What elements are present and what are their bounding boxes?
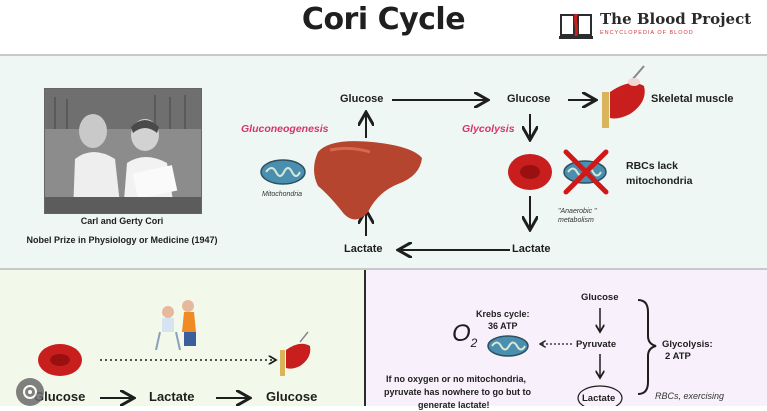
skeletal-muscle-label: Skeletal muscle xyxy=(651,93,734,105)
note-line-2: pyruvate has nowhere to go but to xyxy=(384,387,532,397)
page-title: Cori Cycle xyxy=(301,2,466,37)
photo-caption-prize: Nobel Prize in Physiology or Medicine (1… xyxy=(26,235,218,245)
glucose-label-right: Glucose xyxy=(507,93,551,105)
brand-logo[interactable]: The Blood Project ENCYCLOPEDIA OF BLOOD xyxy=(558,8,758,44)
mitochondria-icon xyxy=(260,159,306,185)
brand-tagline: ENCYCLOPEDIA OF BLOOD xyxy=(600,30,694,36)
anaerobic-label-1: "Anaerobic " xyxy=(558,208,597,215)
gluconeogenesis-label: Gluconeogenesis xyxy=(241,123,329,135)
lactate-label: Lactate xyxy=(582,393,616,404)
mitochondria-label: Mitochondria xyxy=(262,191,303,198)
liver-icon xyxy=(314,141,422,220)
lens-icon[interactable] xyxy=(16,378,44,406)
metabolism-panel xyxy=(366,270,767,406)
lactate-label-right: Lactate xyxy=(512,243,551,255)
rbc-lack-label-2: mitochondria xyxy=(626,175,693,187)
header-bar xyxy=(0,0,767,52)
cori-photo xyxy=(44,88,202,214)
muscle-icon xyxy=(602,65,645,128)
note-line-3: generate lactate! xyxy=(418,400,490,410)
panel-divider xyxy=(364,270,366,406)
rbc-icon xyxy=(38,344,82,376)
note-line-1: If no oxygen or no mitochondria, xyxy=(386,374,527,384)
child-feeding-icon xyxy=(155,300,196,351)
glucose-label-left: Glucose xyxy=(340,93,384,105)
summary-glucose-1: Glucose xyxy=(34,389,86,404)
muscle-icon xyxy=(280,331,311,376)
glycolysis-brace xyxy=(637,299,657,395)
anaerobic-label-2: metabolism xyxy=(558,217,594,224)
glucose-label: Glucose xyxy=(581,292,619,303)
rbcs-exercising-label: RBCs, exercising xyxy=(655,391,725,401)
glycolysis-atp-label-1: Glycolysis: xyxy=(662,339,713,350)
glycolysis-label: Glycolysis xyxy=(462,123,515,135)
summary-lactate: Lactate xyxy=(149,389,195,404)
book-logo-icon xyxy=(559,13,593,39)
oxygen-subscript: 2 xyxy=(470,335,478,350)
krebs-label-1: Krebs cycle: xyxy=(476,309,530,319)
cori-portrait-image xyxy=(45,89,201,213)
lens-glyph xyxy=(23,385,37,399)
oxygen-letter: O xyxy=(452,320,471,347)
summary-glucose-2: Glucose xyxy=(266,389,318,404)
lactate-label-left: Lactate xyxy=(344,243,383,255)
rbc-lack-label-1: RBCs lack xyxy=(626,160,678,172)
brand-name: The Blood Project xyxy=(600,10,752,28)
lactate-circle xyxy=(577,385,623,406)
glycolysis-atp-label-2: 2 ATP xyxy=(665,351,691,362)
photo-caption-names: Carl and Gerty Cori xyxy=(80,216,164,226)
crossed-mitochondria-icon xyxy=(563,149,609,195)
krebs-label-2: 36 ATP xyxy=(488,321,518,331)
mitochondria-icon xyxy=(487,335,529,357)
rbc-icon xyxy=(508,154,552,190)
oxygen-symbol: O2 xyxy=(452,320,477,350)
pyruvate-label: Pyruvate xyxy=(576,339,617,350)
